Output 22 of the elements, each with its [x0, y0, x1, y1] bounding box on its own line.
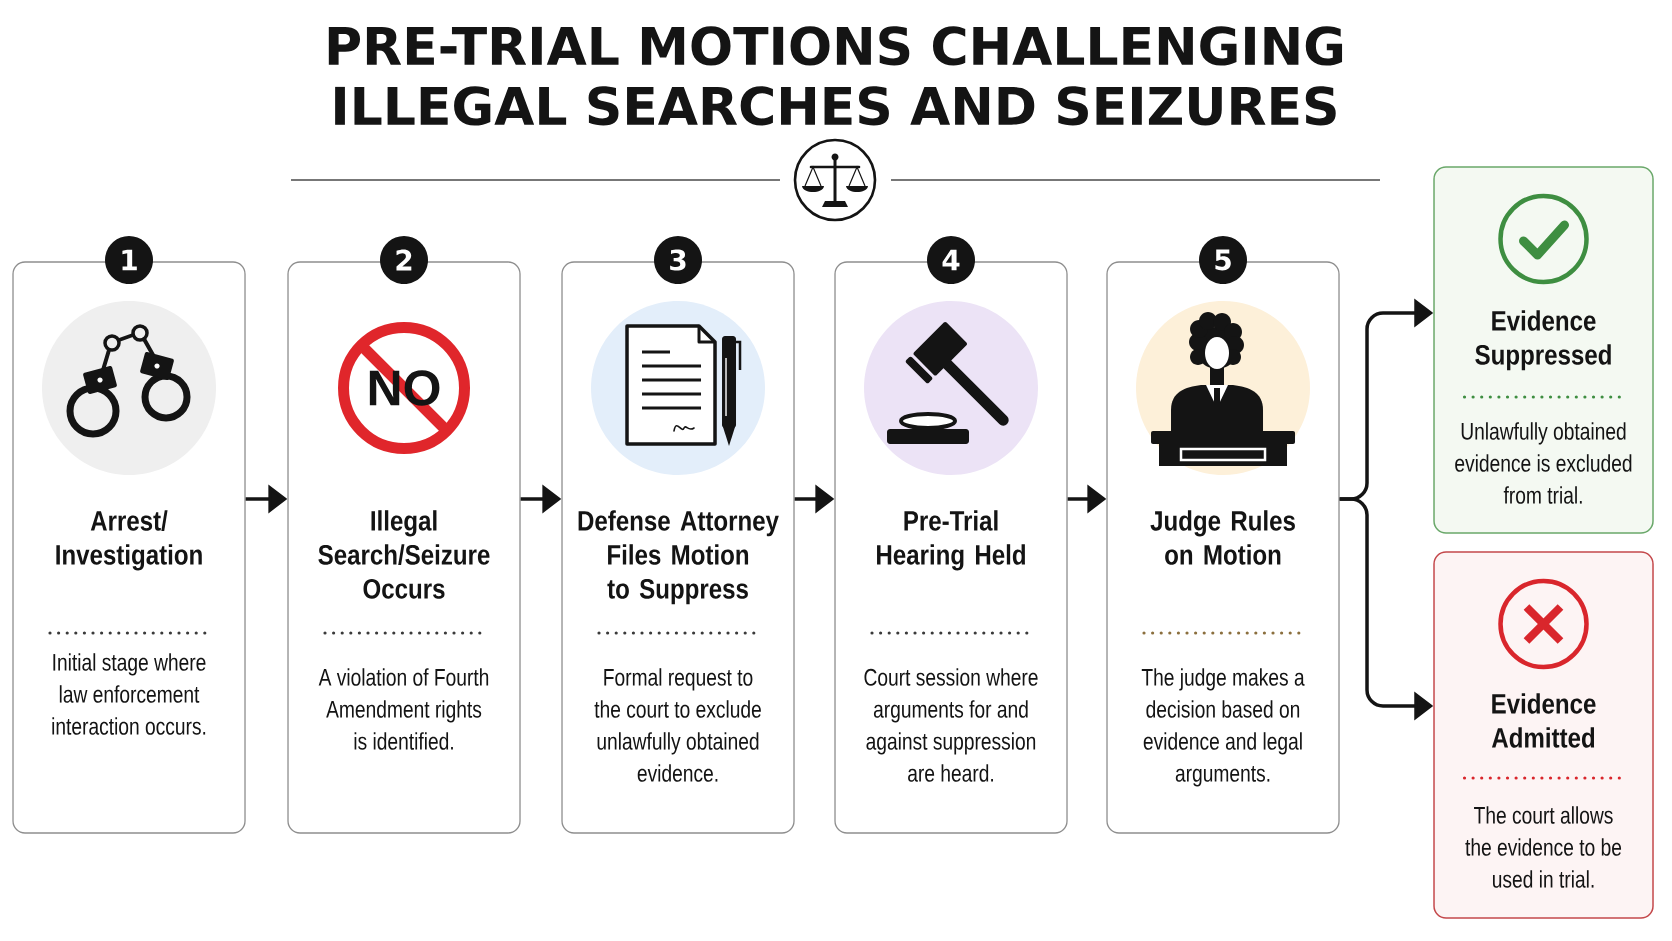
- outcome-card: [1433, 166, 1654, 534]
- step-heading: Pre-Trial Hearing Held: [877, 510, 1025, 571]
- step-heading: Illegal Search/Seizure Occurs: [318, 510, 490, 599]
- step-description: A violation of Fourth Amendment rights is identified.: [318, 668, 489, 750]
- title: PRE-TRIAL MOTIONS CHALLENGING ILLEGAL SEARCHES AND SEIZURES: [328, 26, 1343, 126]
- step-description: Formal request to the court to exclude unlawfully obtained evidence.: [594, 668, 761, 782]
- step-number-badge: 5: [1199, 236, 1247, 284]
- step-heading: Evidence Admitted: [1491, 693, 1596, 748]
- step-heading: Defense Attorney Files Motion to Suppress: [578, 510, 779, 605]
- step-number-badge: 2: [380, 236, 428, 284]
- step-number-badge: 3: [654, 236, 702, 284]
- step-description: Court session where arguments for and against suppression are heard.: [864, 668, 1038, 782]
- step-description: The judge makes a decision based on evidence and legal arguments.: [1141, 668, 1305, 787]
- step-number-badge: 4: [927, 236, 975, 284]
- outcome-card: [1433, 551, 1654, 919]
- step-heading: Judge Rules on Motion: [1150, 510, 1295, 565]
- step-number-badge: 1: [105, 236, 153, 284]
- step-description: The court allows the evidence to be used in trial.: [1465, 806, 1622, 888]
- step-description: Initial stage where law enforcement interaction occurs.: [52, 653, 206, 735]
- step-description: Unlawfully obtained evidence is excluded from trial.: [1455, 422, 1632, 504]
- step-heading: Arrest/ Investigation: [56, 510, 202, 571]
- step-heading: Evidence Suppressed: [1475, 310, 1611, 371]
